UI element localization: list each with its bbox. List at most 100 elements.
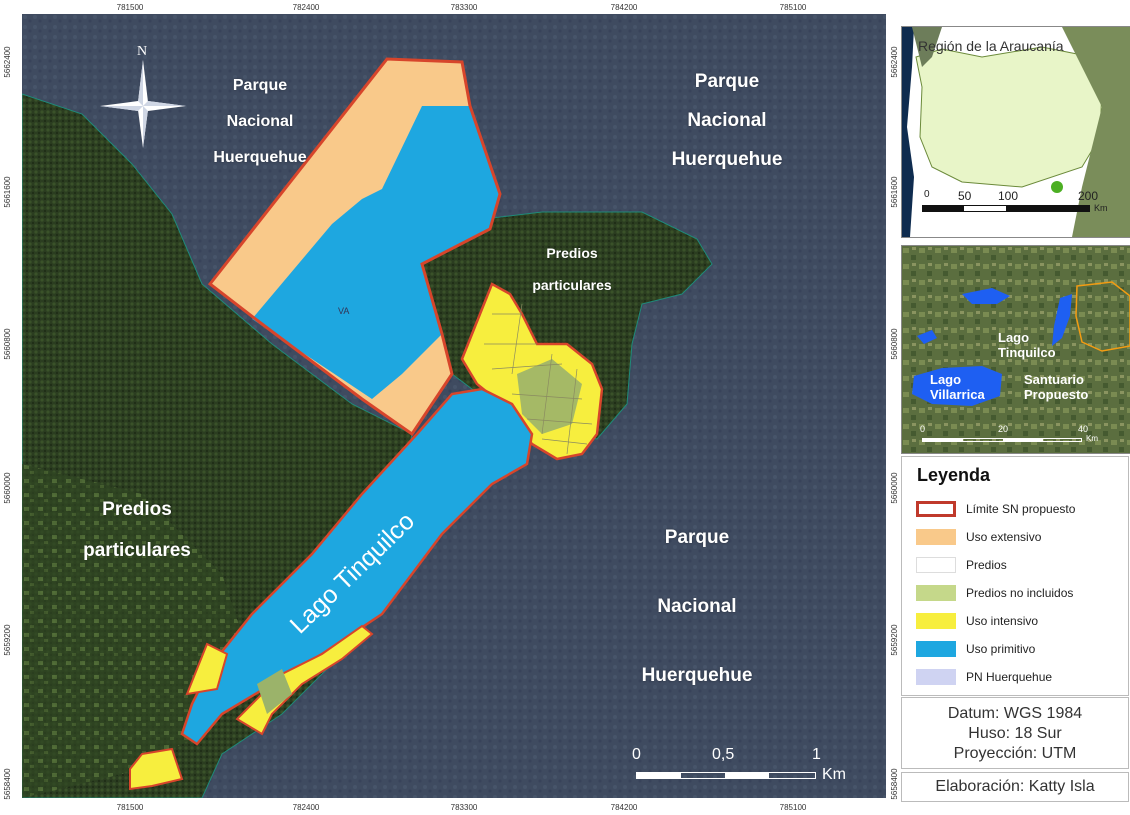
legend-swatch bbox=[916, 669, 956, 685]
local-label-villarrica: Lago Villarrica bbox=[930, 372, 985, 402]
local-label-santuario: Santuario Propuesto bbox=[1024, 372, 1088, 402]
legend-label: Uso extensivo bbox=[966, 530, 1042, 544]
label-line: Lago bbox=[930, 372, 962, 387]
y-tick-right: 5660800 bbox=[890, 328, 899, 360]
label-line: Santuario bbox=[1024, 372, 1084, 387]
legend-swatch bbox=[916, 613, 956, 629]
x-tick-bottom: 783300 bbox=[450, 803, 478, 812]
label-line: Villarrica bbox=[930, 387, 985, 402]
legend-label: Límite SN propuesto bbox=[966, 502, 1076, 516]
parcel-west-shore bbox=[185, 642, 229, 696]
scale-bar: 0 0,5 1 Km bbox=[632, 744, 876, 789]
main-map-canvas bbox=[22, 14, 886, 798]
legend-label: PN Huerquehue bbox=[966, 670, 1053, 684]
y-tick-left: 5661600 bbox=[3, 176, 12, 208]
legend-title: Leyenda bbox=[917, 465, 991, 485]
local-scale-bar bbox=[922, 438, 1082, 442]
label-predios-west: Predios particulares bbox=[62, 500, 212, 560]
local-scale-label: 20 bbox=[998, 424, 1009, 434]
label-line: particulares bbox=[83, 540, 191, 561]
x-tick-bottom: 782400 bbox=[292, 803, 320, 812]
region-scale-label: 100 bbox=[998, 189, 1019, 203]
y-tick-right: 5658400 bbox=[890, 768, 899, 800]
x-tick-bottom: 785100 bbox=[779, 803, 807, 812]
label-predios-center: Predios particulares bbox=[512, 246, 632, 292]
legend-swatch bbox=[916, 585, 956, 601]
local-scale-label: 0 bbox=[920, 424, 926, 434]
scale-track bbox=[636, 772, 816, 779]
legend-swatch bbox=[916, 557, 956, 573]
x-tick-top: 782400 bbox=[292, 3, 320, 12]
scale-label: 0,5 bbox=[712, 746, 735, 763]
region-scale-unit: Km bbox=[1094, 203, 1108, 213]
x-tick-bottom: 781500 bbox=[116, 803, 144, 812]
label-line: Nacional bbox=[687, 110, 767, 131]
label-line: Predios bbox=[102, 499, 172, 520]
scale-label: 0 bbox=[632, 746, 641, 763]
compass-icon bbox=[100, 60, 186, 148]
legend-item: PN Huerquehue bbox=[916, 667, 1052, 687]
main-map[interactable]: Parque Nacional Huerquehue Parque Nacion… bbox=[22, 14, 886, 798]
legend-swatch bbox=[916, 529, 956, 545]
parcel-lines-north bbox=[484, 303, 593, 455]
label-line: Predios bbox=[546, 245, 598, 261]
legend-swatch bbox=[916, 501, 956, 517]
legend-item: Uso primitivo bbox=[916, 639, 1035, 659]
label-line: Huerquehue bbox=[671, 149, 783, 170]
region-scale-label: 200 bbox=[1078, 189, 1099, 203]
zone-uso-primitivo-north bbox=[252, 106, 500, 399]
legend-label: Predios bbox=[966, 558, 1007, 572]
y-tick-right: 5660000 bbox=[890, 472, 899, 504]
zone-code-label: VA bbox=[338, 306, 350, 316]
local-map-canvas bbox=[902, 246, 1130, 453]
local-scale-label: 40 bbox=[1078, 424, 1089, 434]
region-scale-label: 0 bbox=[924, 189, 930, 200]
label-line: particulares bbox=[532, 277, 612, 293]
region-scale-label: 50 bbox=[958, 189, 972, 203]
region-title: Región de la Araucanía bbox=[918, 38, 1064, 54]
region-map-canvas bbox=[902, 27, 1130, 237]
legend-item: Predios no incluidos bbox=[916, 583, 1073, 603]
parcel-south-tip bbox=[129, 747, 184, 791]
label-line: Propuesto bbox=[1024, 387, 1089, 402]
x-tick-top: 785100 bbox=[779, 3, 807, 12]
label-line: Parque bbox=[694, 71, 760, 92]
y-tick-left: 5662400 bbox=[3, 46, 12, 78]
inset-region-map[interactable]: Región de la Araucanía 0 50 100 200 Km bbox=[901, 26, 1130, 238]
north-label: N bbox=[137, 44, 148, 59]
y-tick-left: 5660000 bbox=[3, 472, 12, 504]
legend-label: Uso intensivo bbox=[966, 614, 1039, 628]
scale-label: 1 bbox=[812, 746, 821, 763]
huso-text: Huso: 18 Sur bbox=[968, 725, 1062, 742]
label-line: Parque bbox=[232, 77, 288, 94]
lake-tinquilco bbox=[182, 389, 532, 744]
label-line: Huerquehue bbox=[641, 665, 753, 686]
legend-item: Uso intensivo bbox=[916, 611, 1038, 631]
inset-local-map[interactable]: Lago Tinquilco Lago Villarrica Santuario… bbox=[901, 245, 1130, 454]
label-line: Huerquehue bbox=[213, 149, 307, 166]
boundary-north bbox=[207, 57, 502, 437]
north-arrow: N bbox=[100, 44, 186, 148]
label-parque-nw: Parque Nacional Huerquehue bbox=[190, 78, 330, 166]
y-tick-left: 5660800 bbox=[3, 328, 12, 360]
datum-text: Datum: WGS 1984 bbox=[947, 705, 1083, 722]
legend-label: Predios no incluidos bbox=[966, 586, 1074, 600]
x-tick-top: 781500 bbox=[116, 3, 144, 12]
predios-no-incluidos-south bbox=[257, 669, 292, 714]
local-scale-unit: Km bbox=[1086, 434, 1098, 443]
label-line: Nacional bbox=[657, 596, 737, 617]
projection-text: Proyección: UTM bbox=[953, 745, 1077, 762]
label-line: Lago bbox=[998, 330, 1030, 345]
scale-unit: Km bbox=[822, 766, 846, 783]
x-tick-top: 784200 bbox=[610, 3, 638, 12]
local-label-tinquilco: Lago Tinquilco bbox=[998, 330, 1056, 360]
x-tick-top: 783300 bbox=[450, 3, 478, 12]
y-tick-right: 5662400 bbox=[890, 46, 899, 78]
legend-label: Uso primitivo bbox=[966, 642, 1036, 656]
legend-swatch bbox=[916, 641, 956, 657]
y-tick-right: 5661600 bbox=[890, 176, 899, 208]
label-parque-ne: Parque Nacional Huerquehue bbox=[652, 72, 802, 169]
legend-item: Predios bbox=[916, 555, 1007, 575]
y-tick-right: 5659200 bbox=[890, 624, 899, 656]
